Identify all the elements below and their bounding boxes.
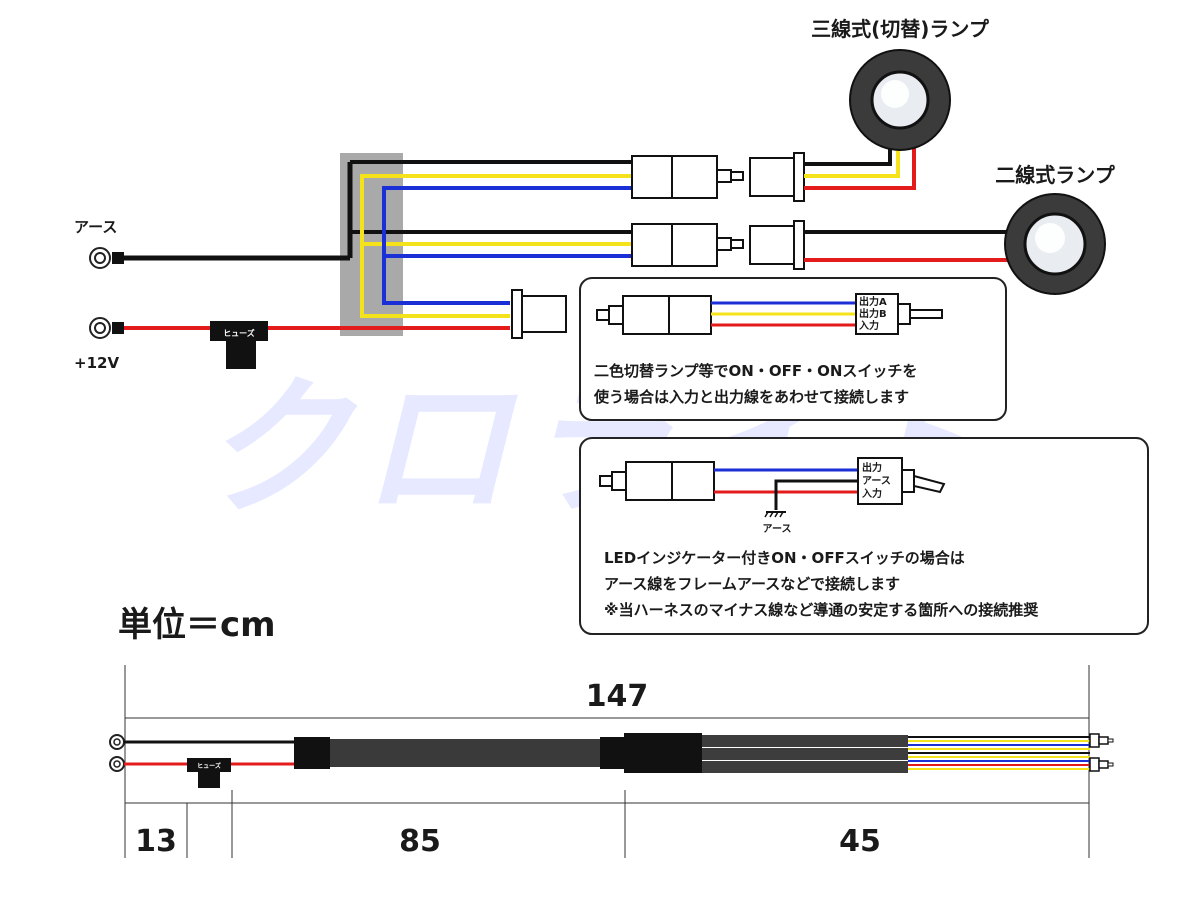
ground-label: アース (74, 218, 117, 236)
three-wire-lamp (849, 49, 951, 151)
harness-fuse (187, 758, 231, 788)
branch-1-connector-male (749, 152, 805, 202)
fuse (210, 321, 268, 369)
three-wire-lamp-label: 三線式(切替)ランプ (811, 17, 990, 41)
note-1-switch-label-b: 出力B (859, 307, 887, 320)
branch-3-connector (511, 289, 567, 339)
note-2-ground-label: アース (763, 523, 792, 535)
harness-output-connectors (1089, 733, 1114, 772)
dim-seg1-label: 13 (135, 824, 177, 859)
harness-main-sleeve (294, 737, 628, 769)
note-1-connector (596, 295, 856, 335)
dim-total-label: 147 (586, 679, 649, 714)
harness-junction-block (624, 733, 702, 773)
note-1-line-2: 使う場合は入力と出力線をあわせて接続します (593, 388, 909, 406)
dimension-lines (124, 665, 1090, 858)
note-2-switch (857, 457, 946, 505)
unit-label: 単位＝cm (118, 605, 276, 645)
note-2-switch-label-out: 出力 (862, 461, 882, 474)
note-1-switch (855, 293, 943, 335)
fuse-label: ヒューズ (223, 328, 255, 338)
harness-branch-sleeves (702, 735, 908, 773)
ground-ring-terminal (89, 247, 124, 269)
note-2-line-1: LEDインジケーター付きON・OFFスイッチの場合は (604, 549, 965, 567)
note-2-switch-label-ground: アース (862, 475, 891, 487)
branch-2-connector-male (749, 220, 805, 270)
note-2-connector (599, 461, 858, 518)
harness-output-wires (908, 736, 1090, 770)
note-2-line-2: アース線をフレームアースなどで接続します (604, 575, 900, 593)
branch-3-wires (360, 244, 510, 318)
branch-2-connector-female (631, 223, 744, 267)
branch-1-connector-female (631, 155, 744, 199)
note-2-switch-label-in: 入力 (862, 487, 882, 500)
note-2-line-3: ※当ハーネスのマイナス線など導通の安定する箇所への接続推奨 (604, 601, 1039, 619)
plus12v-label: +12V (74, 354, 119, 372)
two-wire-lamp-label: 二線式ランプ (995, 163, 1115, 187)
ground-wire (118, 162, 353, 261)
harness-fuse-label: ヒューズ (197, 762, 221, 770)
dim-seg3-label: 45 (839, 824, 881, 859)
note-box-2 (579, 437, 1149, 635)
two-wire-lamp (1004, 193, 1106, 295)
two-wire-lamp-wires (804, 230, 1010, 262)
dim-seg2-label: 85 (399, 824, 441, 859)
harness-ring-terminals (109, 734, 125, 772)
power-ring-terminal (89, 317, 124, 339)
note-1-switch-label-a: 出力A (859, 295, 887, 308)
note-1-switch-label-in: 入力 (859, 319, 879, 332)
note-1-line-1: 二色切替ランプ等でON・OFF・ONスイッチを (594, 362, 917, 380)
